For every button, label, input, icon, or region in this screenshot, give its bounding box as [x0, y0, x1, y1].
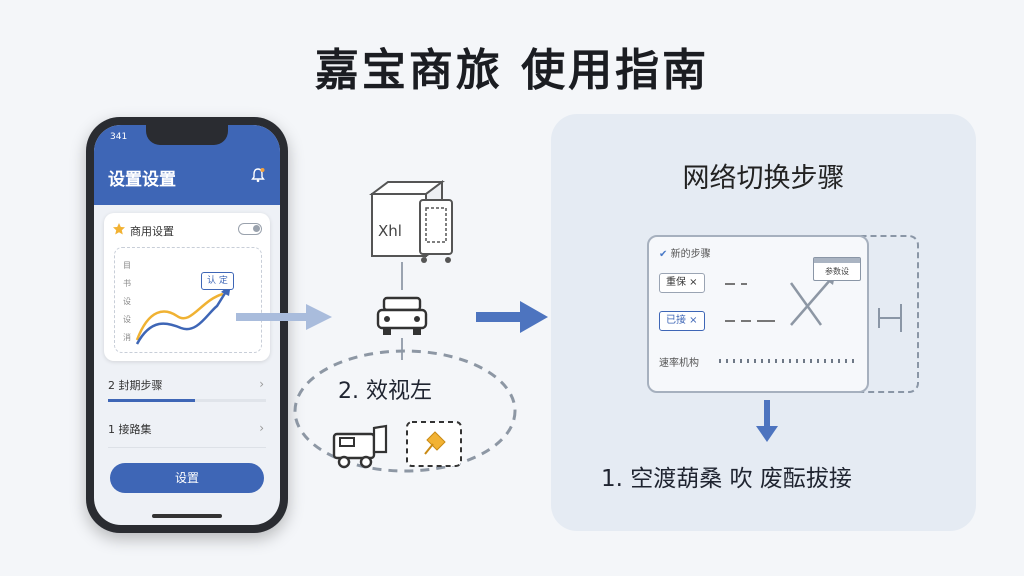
arrow-right-icon [476, 301, 548, 333]
device-label: Xhl [378, 222, 402, 240]
chart-axis-label-2: 书 [123, 278, 131, 288]
list-item-label: 1 接路集 [108, 423, 152, 436]
chip-connected[interactable]: 已接 × [659, 311, 705, 331]
window-header-label: 新的步骤 [670, 249, 711, 260]
network-steps-panel: 网络切换步骤 ✔ 新的步骤 重保 × 已接 × 参数设 速率机构 [551, 114, 976, 531]
network-window: ✔ 新的步骤 重保 × 已接 × 参数设 速率机构 [647, 235, 869, 393]
check-icon: ✔ [659, 249, 668, 260]
list-item-steps[interactable]: 2 封期步骤 › [108, 377, 266, 399]
card-label: 商用设置 [130, 225, 174, 238]
window-header: ✔ 新的步骤 [659, 245, 711, 260]
settings-card: 商用设置 目 书 设 设 消 认 定 [104, 213, 270, 361]
dotted-track [719, 359, 859, 363]
mini-chart-svg: 目 书 设 设 消 [123, 261, 231, 345]
chart-axis-label-5: 消 [123, 332, 131, 342]
progress-fill [108, 399, 195, 402]
chart-line-blue [135, 289, 229, 345]
status-time: 341 [110, 132, 128, 142]
bracket-icon [878, 304, 902, 332]
device-icon: Xhl [369, 180, 453, 263]
car-icon [376, 296, 428, 335]
chip-priority[interactable]: 重保 × [659, 273, 705, 293]
arrow-right-light-icon [236, 304, 332, 330]
phone-notch [146, 125, 228, 145]
chevron-right-icon: › [259, 421, 264, 435]
progress-bar [108, 399, 266, 402]
phone-screen: 341 设置设置 商用设置 目 书 设 设 消 [94, 125, 280, 525]
settings-button[interactable]: 设置 [110, 463, 264, 493]
step-1-label: 1. 空渡葫桑 吹 废酝拔接 [601, 466, 852, 492]
chart-axis-label-3: 设 [123, 296, 131, 306]
network-switch-lines [725, 275, 835, 326]
mini-chart: 目 书 设 设 消 认 定 [114, 247, 262, 353]
truck-icon [332, 424, 388, 469]
connector-line [401, 338, 403, 360]
panel-title: 网络切换步骤 [682, 163, 845, 194]
chart-axis-label-4: 设 [123, 314, 131, 324]
window-bottom-label: 速率机构 [659, 358, 699, 369]
chart-line-orange [135, 292, 224, 341]
settings-toggle[interactable] [238, 223, 262, 235]
page-title: 嘉宝商旅 使用指南 [314, 45, 710, 96]
app-header-title: 设置设置 [108, 170, 176, 190]
chevron-right-icon: › [259, 377, 264, 391]
divider [108, 447, 266, 448]
phone-mockup: 341 设置设置 商用设置 目 书 设 设 消 [86, 117, 288, 533]
step-2-label: 2. 效视左 [338, 379, 432, 404]
star-icon [113, 223, 125, 235]
dashed-group-outline [293, 349, 517, 473]
list-item-routes[interactable]: 1 接路集 › [108, 421, 266, 443]
list-item-label: 2 封期步骤 [108, 379, 163, 392]
connector-line [401, 262, 403, 290]
home-indicator [152, 514, 222, 518]
bell-icon[interactable] [250, 167, 266, 183]
arrow-down-icon [756, 400, 778, 442]
location-pin-icon [406, 421, 462, 467]
params-tag: 参数设 [813, 257, 861, 281]
chart-tag: 认 定 [201, 272, 234, 290]
chart-axis-label-1: 目 [123, 261, 131, 270]
